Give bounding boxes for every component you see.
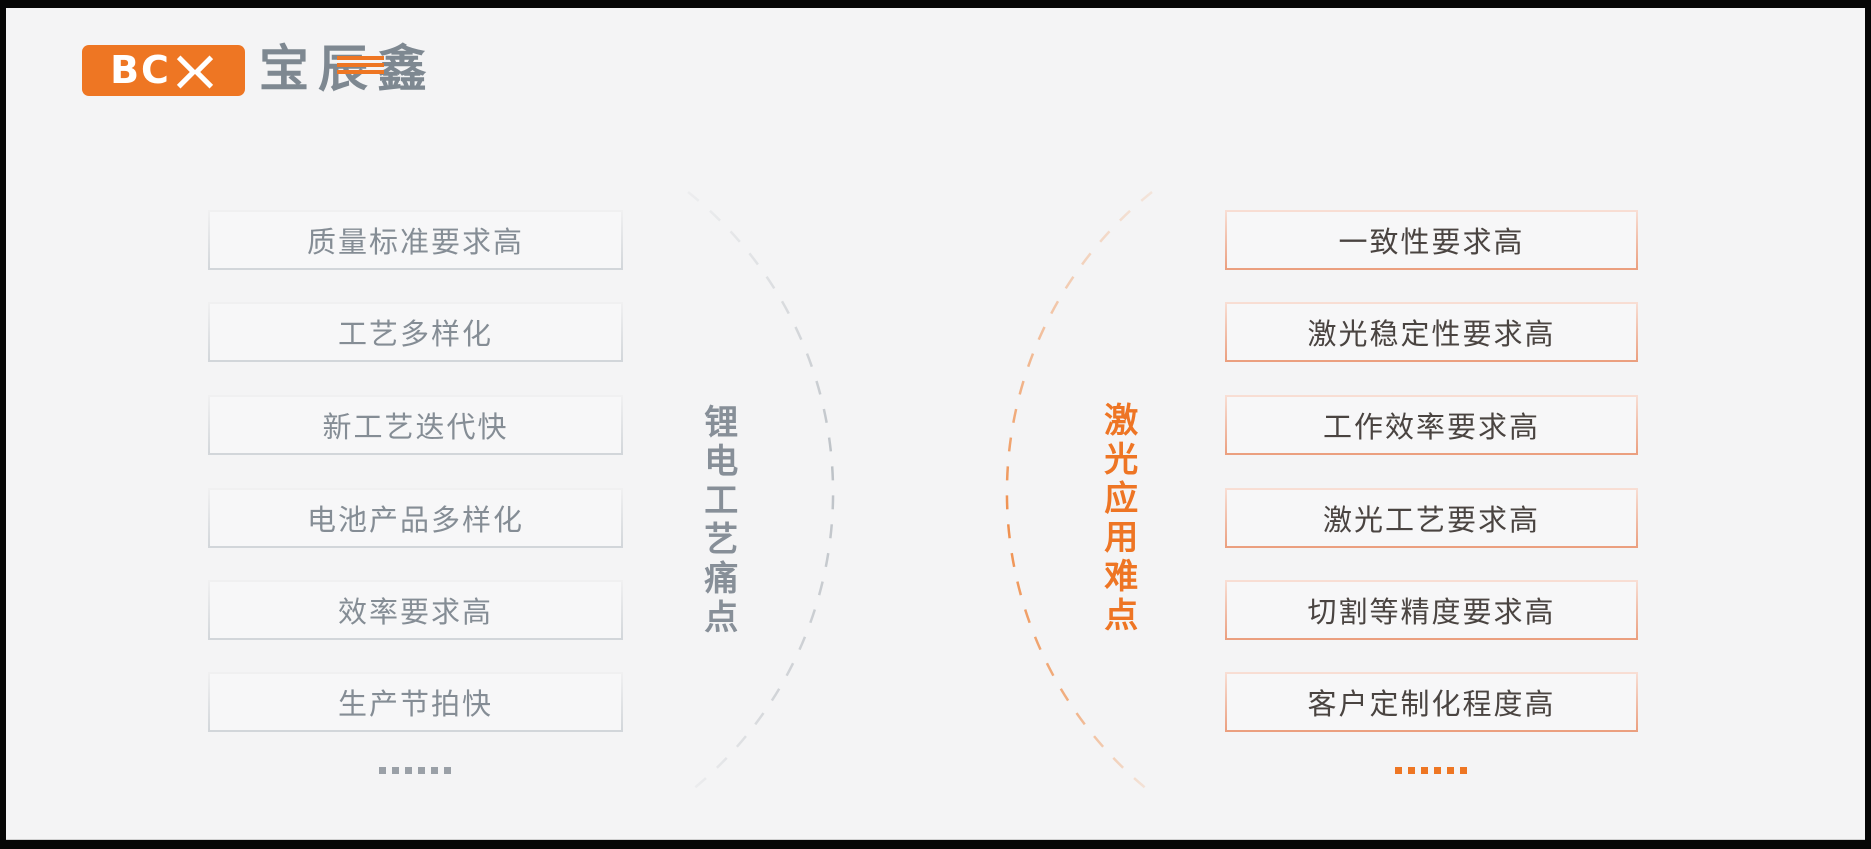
right-column-title: 激光应用难点: [1097, 402, 1138, 636]
difficulty-box: 激光工艺要求高: [1225, 488, 1638, 548]
logo: BC 宝辰鑫: [82, 39, 436, 98]
pain-point-box: 生产节拍快: [208, 672, 623, 732]
logo-x-icon: [173, 55, 217, 88]
left-more-dots: [379, 767, 451, 774]
logo-badge: BC: [82, 45, 245, 96]
difficulty-box: 客户定制化程度高: [1225, 672, 1638, 732]
left-column-title: 锂电工艺痛点: [697, 404, 738, 638]
difficulty-box: 工作效率要求高: [1225, 395, 1638, 455]
right-more-dots: [1395, 767, 1467, 774]
difficulty-box: 激光稳定性要求高: [1225, 302, 1638, 362]
pain-point-box: 新工艺迭代快: [208, 395, 623, 455]
pain-point-box: 质量标准要求高: [208, 210, 623, 270]
logo-abbr-text: BC: [110, 47, 171, 92]
pain-point-box: 效率要求高: [208, 580, 623, 640]
pain-point-box: 工艺多样化: [208, 302, 623, 362]
company-name: 宝辰鑫: [259, 39, 436, 98]
logo-stripes-decoration: [337, 56, 384, 77]
pain-point-box: 电池产品多样化: [208, 488, 623, 548]
difficulty-box: 一致性要求高: [1225, 210, 1638, 270]
difficulty-box: 切割等精度要求高: [1225, 580, 1638, 640]
